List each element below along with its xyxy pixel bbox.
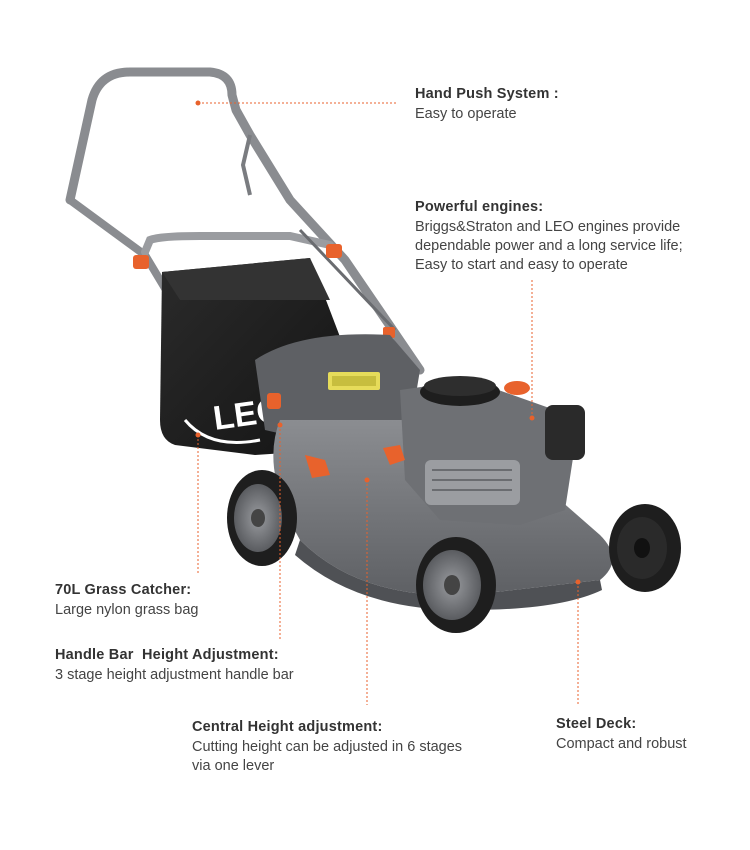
callout-title: Central Height adjustment: (192, 719, 383, 735)
central-height-lever (305, 455, 330, 478)
callout-desc: Compact and robust (556, 736, 687, 752)
front-right-wheel (609, 504, 681, 592)
callout-title: Powerful engines: (415, 199, 544, 215)
handle-knob-left (133, 255, 149, 269)
oil-cap (504, 381, 530, 395)
callout-dots (195, 100, 581, 585)
callout-hand-push: Hand Push System : Easy to operate (415, 86, 559, 124)
callout-handle-bar: Handle Bar Height Adjustment: 3 stage he… (55, 647, 294, 685)
callout-title: Hand Push System : (415, 86, 559, 102)
callout-central-height: Central Height adjustment: Cutting heigh… (192, 719, 462, 776)
callout-title: Steel Deck: (556, 716, 637, 732)
callout-leader-lines (197, 102, 579, 705)
callout-steel-deck: Steel Deck: Compact and robust (556, 716, 687, 754)
callout-desc: Briggs&Straton and LEO engines provide d… (415, 219, 683, 273)
air-filter (545, 405, 585, 460)
callout-grass-catcher: 70L Grass Catcher: Large nylon grass bag (55, 582, 199, 620)
callout-desc: 3 stage height adjustment handle bar (55, 667, 294, 683)
callout-title: 70L Grass Catcher: (55, 582, 192, 598)
callout-engines: Powerful engines: Briggs&Straton and LEO… (415, 199, 683, 275)
callout-title: Handle Bar Height Adjustment: (55, 647, 279, 663)
front-left-wheel (416, 537, 496, 633)
callout-desc: Large nylon grass bag (55, 602, 199, 618)
callout-desc: Easy to operate (415, 106, 517, 122)
handle-knob-right (326, 244, 342, 258)
callout-desc: Cutting height can be adjusted in 6 stag… (192, 739, 463, 774)
rear-left-wheel (227, 470, 297, 566)
